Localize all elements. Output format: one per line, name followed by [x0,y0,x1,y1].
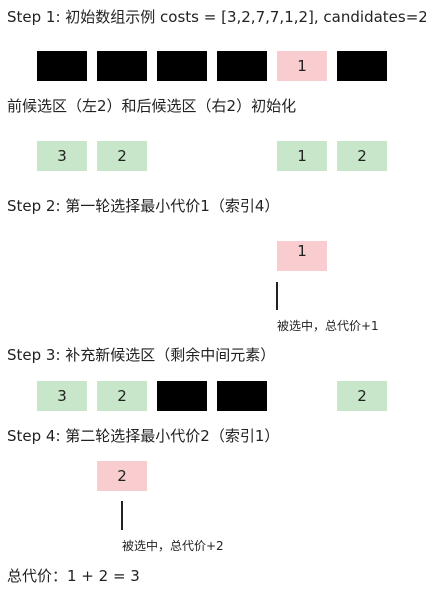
array-cell-1 [97,51,147,81]
step1-title: Step 1: 初始数组示例 costs = [3,2,7,7,1,2], ca… [7,8,426,26]
step3-cell-5: 2 [337,381,387,411]
step2-pointer-line [276,282,278,310]
step4-pointer-line [121,501,123,530]
array-cell-2 [157,51,207,81]
step2-selected-cell: 1 [277,241,327,271]
step2-note: 被选中，总代价+1 [277,319,379,333]
back-candidate-1: 2 [337,141,387,171]
step3-cell-1: 2 [97,381,147,411]
init-caption: 前候选区（左2）和后候选区（右2）初始化 [7,97,297,115]
step3-cell-0: 3 [37,381,87,411]
step2-title: Step 2: 第一轮选择最小代价1（索引4） [7,197,280,215]
step3-cell-3 [217,381,267,411]
array-cell-4: 1 [277,51,327,81]
array-cell-5 [337,51,387,81]
array-cell-0 [37,51,87,81]
back-candidate-0: 1 [277,141,327,171]
step4-note: 被选中，总代价+2 [122,539,224,553]
step4-title: Step 4: 第二轮选择最小代价2（索引1） [7,427,280,445]
step4-selected-cell: 2 [97,461,147,491]
front-candidate-0: 3 [37,141,87,171]
total-cost: 总代价：1 + 2 = 3 [7,567,140,585]
step3-title: Step 3: 补充新候选区（剩余中间元素） [7,346,276,364]
front-candidate-1: 2 [97,141,147,171]
step2-selected-value: 1 [297,242,307,260]
step3-cell-2 [157,381,207,411]
array-cell-3 [217,51,267,81]
